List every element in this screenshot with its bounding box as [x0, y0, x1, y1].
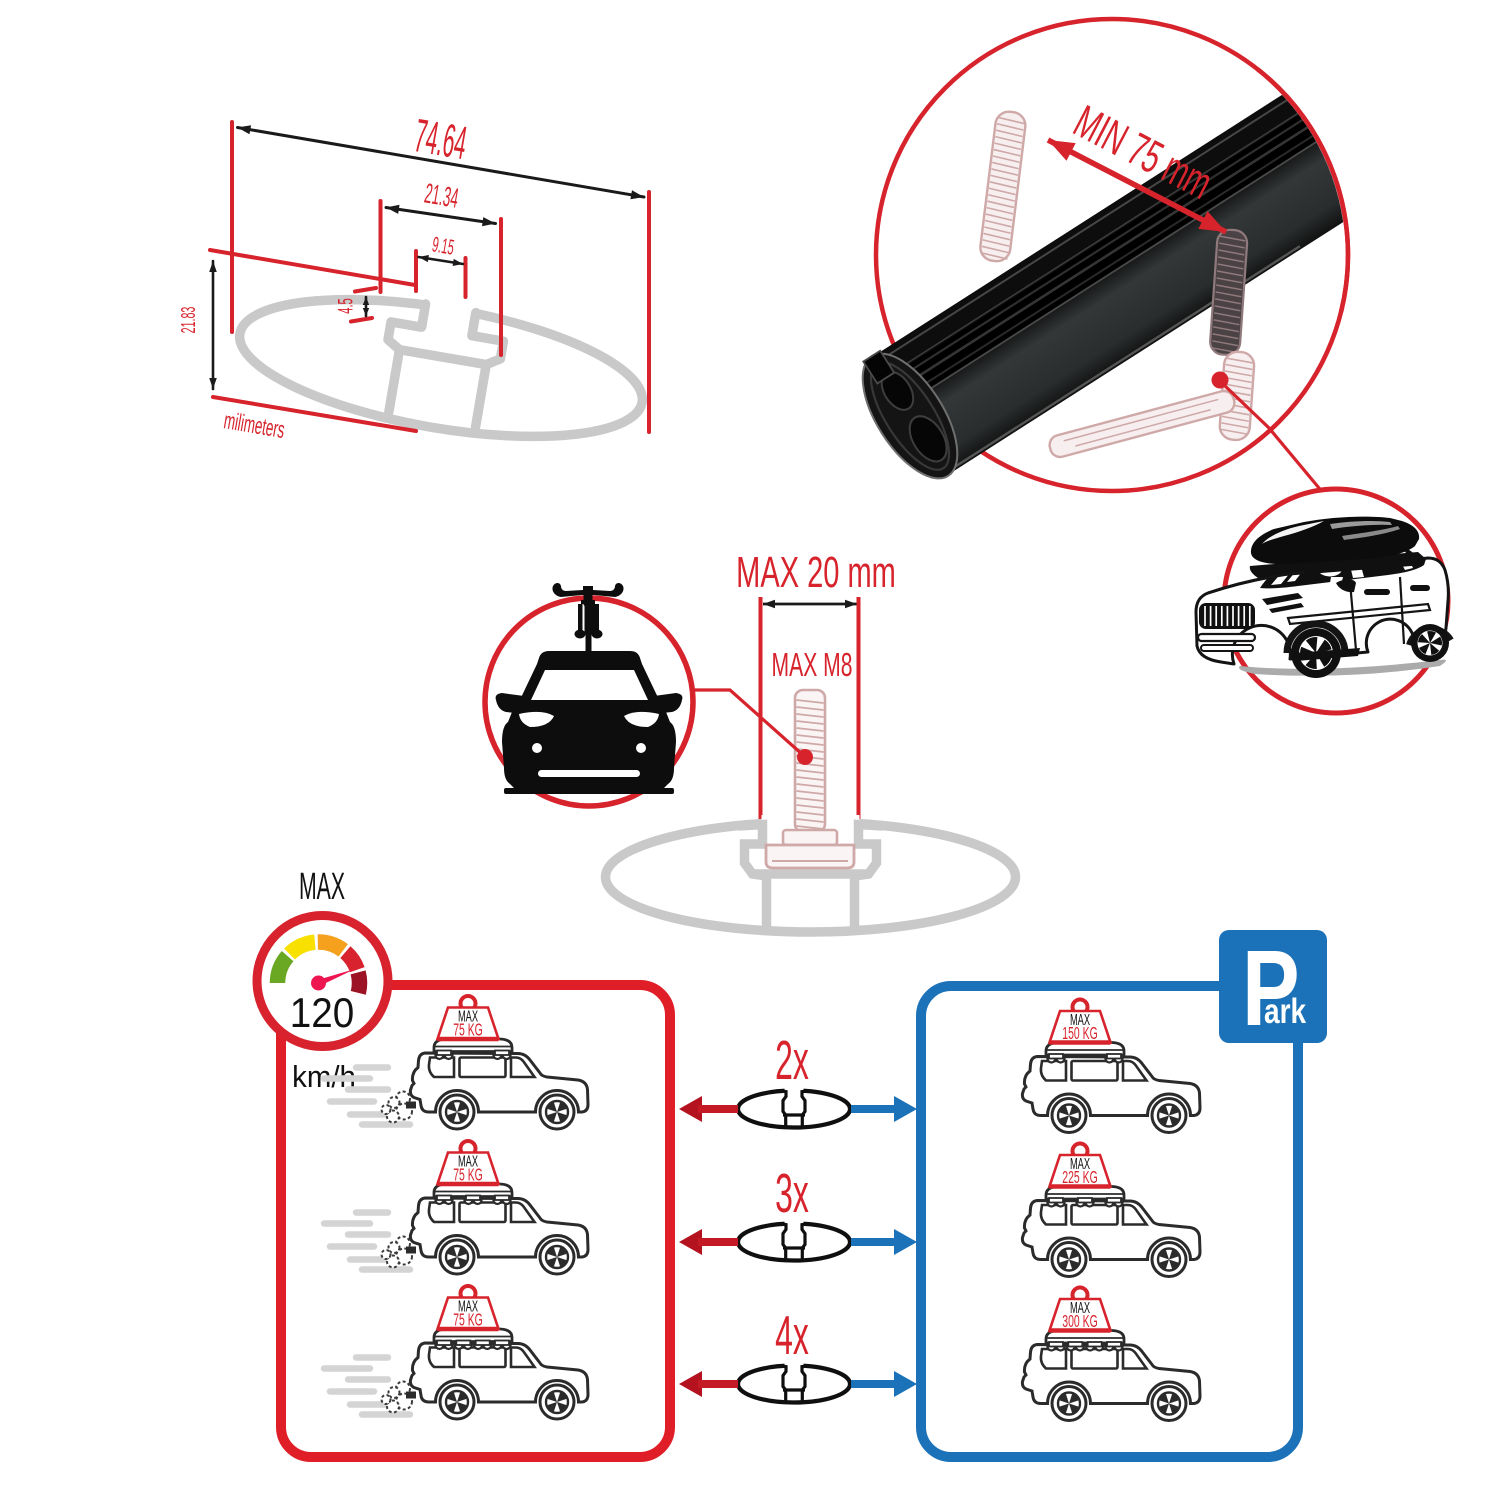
- svg-text:3x: 3x: [775, 1162, 809, 1224]
- svg-text:225 KG: 225 KG: [1062, 1168, 1097, 1188]
- svg-text:4.5: 4.5: [332, 298, 357, 314]
- svg-text:120: 120: [290, 988, 354, 1036]
- svg-text:MAX: MAX: [1070, 1010, 1090, 1028]
- svg-text:2x: 2x: [775, 1029, 809, 1091]
- svg-text:4x: 4x: [775, 1304, 809, 1366]
- svg-text:MAX: MAX: [1070, 1154, 1090, 1172]
- svg-text:300 KG: 300 KG: [1062, 1312, 1097, 1332]
- svg-text:ark: ark: [1264, 991, 1306, 1031]
- svg-text:MAX: MAX: [458, 1152, 478, 1170]
- svg-text:21.83: 21.83: [177, 307, 200, 334]
- svg-text:74.64: 74.64: [411, 109, 471, 170]
- svg-text:MAX M8: MAX M8: [772, 646, 853, 683]
- svg-text:MAX 20 mm: MAX 20 mm: [736, 547, 896, 597]
- svg-text:150 KG: 150 KG: [1062, 1024, 1097, 1044]
- svg-text:75 KG: 75 KG: [453, 1311, 483, 1331]
- svg-text:MAX: MAX: [458, 1297, 478, 1315]
- svg-text:MAX: MAX: [458, 1007, 478, 1025]
- svg-text:21.34: 21.34: [422, 177, 461, 214]
- svg-text:MAX: MAX: [1070, 1298, 1090, 1316]
- svg-text:MAX: MAX: [299, 864, 345, 907]
- svg-text:9.15: 9.15: [430, 231, 456, 259]
- svg-text:75 KG: 75 KG: [453, 1166, 483, 1186]
- svg-text:P: P: [1242, 927, 1300, 1048]
- svg-text:75 KG: 75 KG: [453, 1021, 483, 1041]
